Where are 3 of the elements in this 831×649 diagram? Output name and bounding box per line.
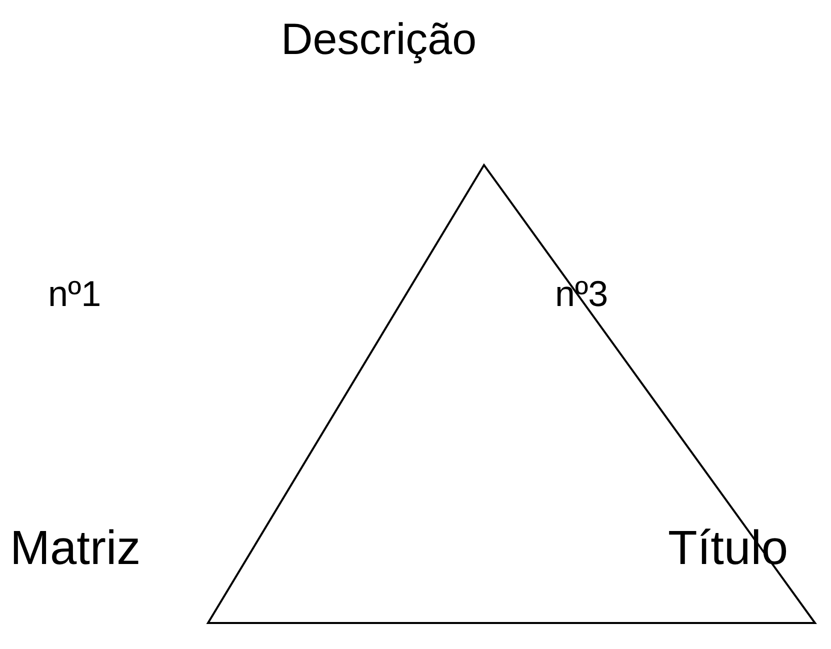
vertex-label: nº1 xyxy=(48,276,102,312)
vertex-label: Matriz xyxy=(10,525,141,573)
vertex-label: Descrição xyxy=(281,18,477,62)
